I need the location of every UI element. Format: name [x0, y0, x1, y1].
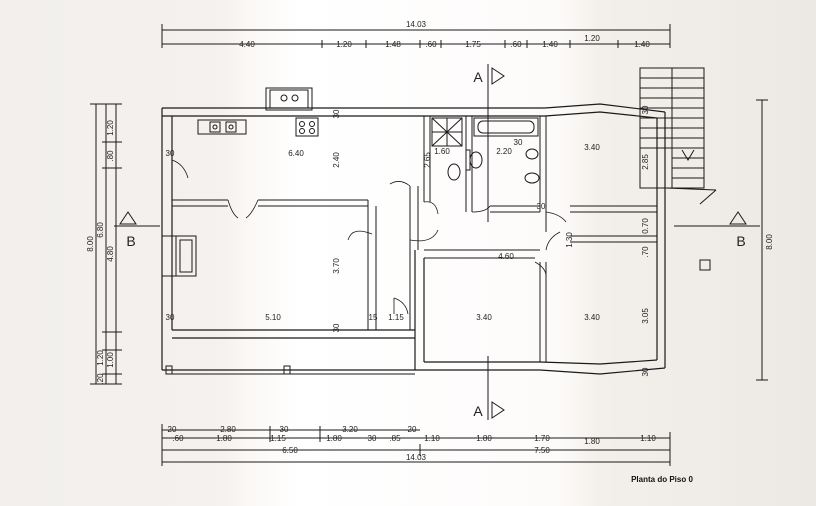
- bottom-r1-dim-2: 2.80: [220, 425, 236, 434]
- wall-c-dim: 1.30: [565, 232, 574, 248]
- wall-30-b: 30: [166, 313, 175, 322]
- bottom-r2-dim-3: 1.15: [270, 434, 286, 443]
- bottom-r2-dim-11: 1.10: [640, 434, 656, 443]
- top-dim-5: 1.75: [465, 40, 481, 49]
- left-total-dim: 8.00: [86, 236, 95, 252]
- hall-small-dim: 1.15: [388, 313, 404, 322]
- top-dim-6: .60: [510, 40, 522, 49]
- bath-b-dim: 2.20: [496, 147, 512, 156]
- right-total-dim: 8.00: [765, 234, 774, 250]
- bottom-r2-dim-8: 1.80: [476, 434, 492, 443]
- bottom-r1-dim-1: 20: [168, 425, 177, 434]
- bottom-r2-dim-2: 1.80: [216, 434, 232, 443]
- top-dim-8: 1.20: [584, 34, 600, 43]
- kitchen-width-dim: 6.40: [288, 149, 304, 158]
- bath-depth-dim: 2.65: [423, 152, 432, 168]
- bath-fixtures: [431, 117, 540, 184]
- left-lower-dim-1: 1.20: [96, 350, 105, 366]
- bottom-total-dim: 14.03: [406, 453, 427, 462]
- bottom-r1-dim-4: 3.20: [342, 425, 358, 434]
- bottom-r2-dim-6: .85: [389, 434, 401, 443]
- top-dimension-labels: 14.03 4.40 1.20 1.48 .60 1.75 .60 1.40 1…: [239, 20, 650, 49]
- section-a-bottom-label: A: [473, 403, 483, 419]
- bed-right-depth-dim: 3.05: [641, 308, 650, 324]
- bottom-r2-dim-1: .60: [172, 434, 184, 443]
- top-dim-3: 1.48: [385, 40, 401, 49]
- bottom-sub-left-dim: 6.50: [282, 446, 298, 455]
- wall-a-dim: 0.70: [641, 218, 650, 234]
- bed-mid-width-dim: 3.40: [476, 313, 492, 322]
- wall-30-g: 30: [537, 202, 546, 211]
- living-depth-dim: 3.70: [332, 258, 341, 274]
- bottom-dimension-lines: [161, 424, 671, 466]
- section-b-right-label: B: [736, 233, 745, 249]
- wall-30-a: 30: [166, 149, 175, 158]
- wall-30-d: 30: [332, 323, 341, 332]
- bottom-r2-dim-7: 1.10: [424, 434, 440, 443]
- bottom-r1-dim-3: 30: [280, 425, 289, 434]
- left-bottom-dim: .20: [96, 373, 105, 385]
- top-dim-2: 1.20: [336, 40, 352, 49]
- interior-dimension-labels: 6.40 2.40 5.10 3.70 1.15 4.60 1.60 2.20 …: [166, 105, 650, 376]
- wall-15: 15: [369, 313, 378, 322]
- bath-a-dim: 1.60: [434, 147, 450, 156]
- left-dimension-lines: [90, 103, 122, 385]
- living-features: [162, 235, 197, 277]
- bottom-r2-dim-5: 30: [368, 434, 377, 443]
- kitchen-fixtures: [197, 87, 319, 137]
- doors: [171, 159, 567, 315]
- top-dim-4: .60: [425, 40, 437, 49]
- left-mid-dim: 4.80: [106, 246, 115, 262]
- wall-30-h: 30: [514, 138, 523, 147]
- left-dimension-labels: 8.00 6.80 1.20 .80 4.80 1.20 1.00 .20: [86, 120, 115, 385]
- bottom-r2-dim-9: 1.70: [534, 434, 550, 443]
- section-a-top-label: A: [473, 69, 483, 85]
- bottom-r1-dim-5: 20: [408, 425, 417, 434]
- bed-top-width-dim: 3.40: [584, 143, 600, 152]
- wall-30-c: 30: [332, 109, 341, 118]
- section-b-left-label: B: [126, 233, 135, 249]
- outer-walls: [161, 103, 666, 375]
- corridor-dim: 4.60: [498, 252, 514, 261]
- bed-top-depth-dim: 2.85: [641, 154, 650, 170]
- left-sub-dim: 6.80: [96, 222, 105, 238]
- left-lower-dim-2: 1.00: [106, 352, 115, 368]
- section-markers: [114, 64, 760, 420]
- top-dimension-lines: [161, 24, 671, 48]
- wall-30-e: 30: [641, 105, 650, 114]
- right-dimension-line: [756, 99, 768, 381]
- left-upper-dim-1: 1.20: [106, 120, 115, 136]
- section-labels: A A B B: [126, 69, 745, 419]
- top-dim-7: 1.40: [542, 40, 558, 49]
- bottom-sub-right-dim: 7.50: [534, 446, 550, 455]
- plan-title: Planta do Piso 0: [631, 475, 693, 484]
- top-dim-9: 1.40: [634, 40, 650, 49]
- top-dim-1: 4.40: [239, 40, 255, 49]
- exterior-stairs: [639, 67, 717, 271]
- living-width-dim: 5.10: [265, 313, 281, 322]
- left-upper-dim-2: .80: [106, 150, 115, 162]
- wall-30-f: 30: [641, 367, 650, 376]
- top-total-dim: 14.03: [406, 20, 427, 29]
- porch-line: [165, 365, 415, 375]
- wall-b-dim: .70: [641, 246, 650, 258]
- bottom-r2-dim-4: 1.80: [326, 434, 342, 443]
- bed-right-width-dim: 3.40: [584, 313, 600, 322]
- bottom-r2-dim-10: 1.80: [584, 437, 600, 446]
- bottom-dimension-labels: 20 2.80 30 3.20 20 .60 1.80 1.15 1.80 30…: [168, 425, 657, 462]
- kitchen-depth-dim: 2.40: [332, 152, 341, 168]
- interior-walls: [172, 116, 657, 362]
